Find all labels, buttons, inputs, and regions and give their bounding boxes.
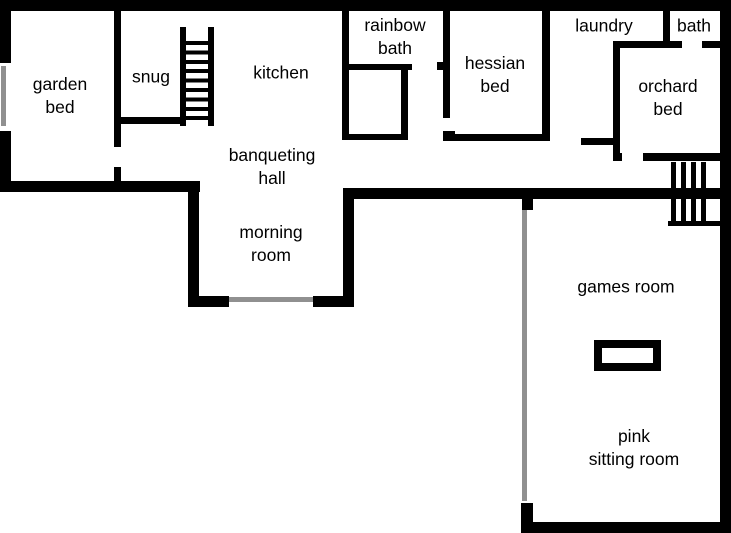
wall-garden-snug-lower [114, 167, 121, 181]
morning-room-wall-right [343, 188, 354, 307]
wall-hessian-left [443, 11, 450, 118]
room-label-line: room [251, 245, 291, 265]
games-wing-wall-bottom [521, 522, 731, 533]
ladder-rail-left [180, 27, 186, 126]
wall-kitchen-rainbowbath [342, 11, 349, 140]
wall-orchard-bottom-foot [613, 153, 622, 161]
room-label-line: hessian [464, 53, 526, 73]
room-label-line: kitchen [253, 62, 309, 83]
fireplace-icon [594, 340, 661, 371]
exterior-wall-right [720, 0, 731, 533]
morning-room-wall-left [188, 181, 199, 307]
room-label-banqueting-hall: banqueting hall [229, 144, 316, 190]
room-label-line: bath [377, 38, 413, 58]
wall-bath-bottom-east [702, 41, 720, 48]
games-wing-wall-left-stub [522, 199, 533, 210]
room-label-line: bath [676, 15, 712, 36]
wall-hessian-right [542, 11, 550, 141]
wall-orchard-left [613, 41, 620, 160]
room-label-rainbow-bath: rainbow bath [364, 14, 425, 60]
morning-room-wall-bottom-west [188, 296, 229, 307]
room-label-line: banqueting [228, 145, 316, 165]
wall-orchard-stub [581, 138, 613, 145]
exterior-wall-south-main [343, 188, 731, 199]
bathtub-right [401, 64, 408, 140]
exterior-wall-left-upper [0, 0, 11, 63]
room-label-orchard-bed: orchard bed [638, 75, 697, 121]
exterior-wall-west-wing-bottom [0, 181, 200, 192]
room-label-line: games room [577, 276, 675, 297]
room-label-pink-sitting-room: pink sitting room [589, 425, 679, 471]
room-label-line: pink [617, 426, 651, 446]
room-label-garden-bed: garden bed [33, 73, 88, 119]
games-wing-wall-left-corner [521, 503, 533, 533]
ladder-rail-right [208, 27, 214, 126]
staircase-bottom-rail [668, 221, 720, 226]
room-label-laundry: laundry [575, 15, 632, 38]
room-label-line: bed [480, 76, 510, 96]
ladder-rungs-icon [186, 41, 208, 122]
wall-laundry-bath [663, 11, 670, 43]
window-left [1, 66, 6, 126]
room-label-line: orchard [638, 76, 698, 96]
exterior-wall-top [0, 0, 731, 11]
room-label-morning-room: morning room [239, 221, 302, 267]
staircase-treads-icon [671, 162, 707, 221]
room-label-bath: bath [677, 15, 711, 38]
room-label-line: hall [258, 168, 286, 188]
wall-hessian-left-stub [437, 62, 443, 70]
door-games [522, 210, 527, 501]
wall-laundry-bottom-west [613, 41, 682, 48]
wall-snug-bottom [114, 117, 182, 124]
exterior-wall-left-lower [0, 131, 11, 192]
room-label-line: sitting room [588, 449, 680, 469]
room-label-snug: snug [132, 66, 170, 89]
room-label-line: bed [45, 97, 75, 117]
wall-garden-snug-upper [114, 11, 121, 147]
room-label-line: rainbow [364, 15, 426, 35]
wall-orchard-bottom [643, 153, 731, 161]
room-label-line: snug [132, 66, 170, 87]
room-label-line: bed [653, 99, 683, 119]
room-label-kitchen: kitchen [253, 62, 308, 85]
bathtub-top [343, 64, 412, 70]
room-label-line: morning [239, 222, 303, 242]
room-label-games-room: games room [577, 276, 674, 299]
door-morning [229, 297, 313, 302]
morning-room-wall-bottom-east [313, 296, 354, 307]
room-label-line: garden [32, 74, 88, 94]
wall-hessian-bottom [443, 134, 550, 141]
room-label-line: laundry [575, 15, 633, 36]
room-label-hessian-bed: hessian bed [465, 52, 525, 98]
bathtub-bottom [343, 134, 408, 140]
